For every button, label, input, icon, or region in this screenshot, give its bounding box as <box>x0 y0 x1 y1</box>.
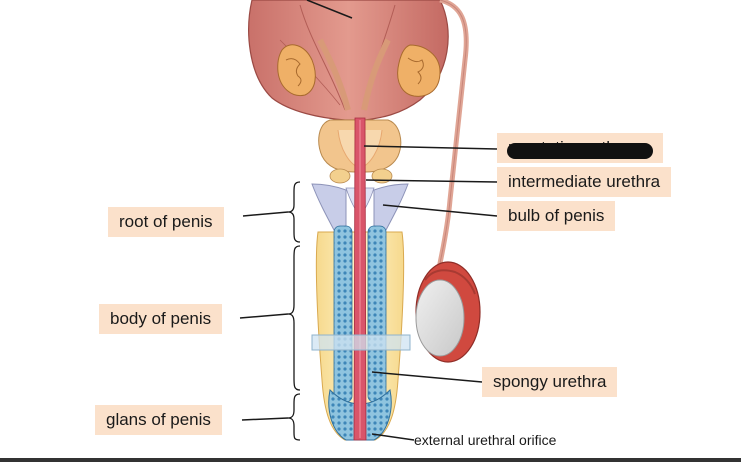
testis <box>415 261 481 363</box>
section-plane <box>311 334 411 351</box>
label-body-of-penis: body of penis <box>99 304 223 334</box>
bottom-bar <box>0 458 741 462</box>
label-intermediate-urethra: intermediate urethra <box>497 167 672 197</box>
seminal-vesicles <box>277 38 441 111</box>
label-spongy-urethra: spongy urethra <box>482 367 618 397</box>
label-external-urethral-orifice: external urethral orifice <box>414 432 557 448</box>
label-prostatic-urethra: prostatic urethra <box>497 133 663 163</box>
redaction-mark <box>507 143 653 159</box>
leader-lines <box>239 0 498 441</box>
label-glans-of-penis: glans of penis <box>95 405 222 435</box>
label-bulb-of-penis: bulb of penis <box>497 201 616 231</box>
label-root-of-penis: root of penis <box>108 207 224 237</box>
region-brackets <box>287 181 301 441</box>
